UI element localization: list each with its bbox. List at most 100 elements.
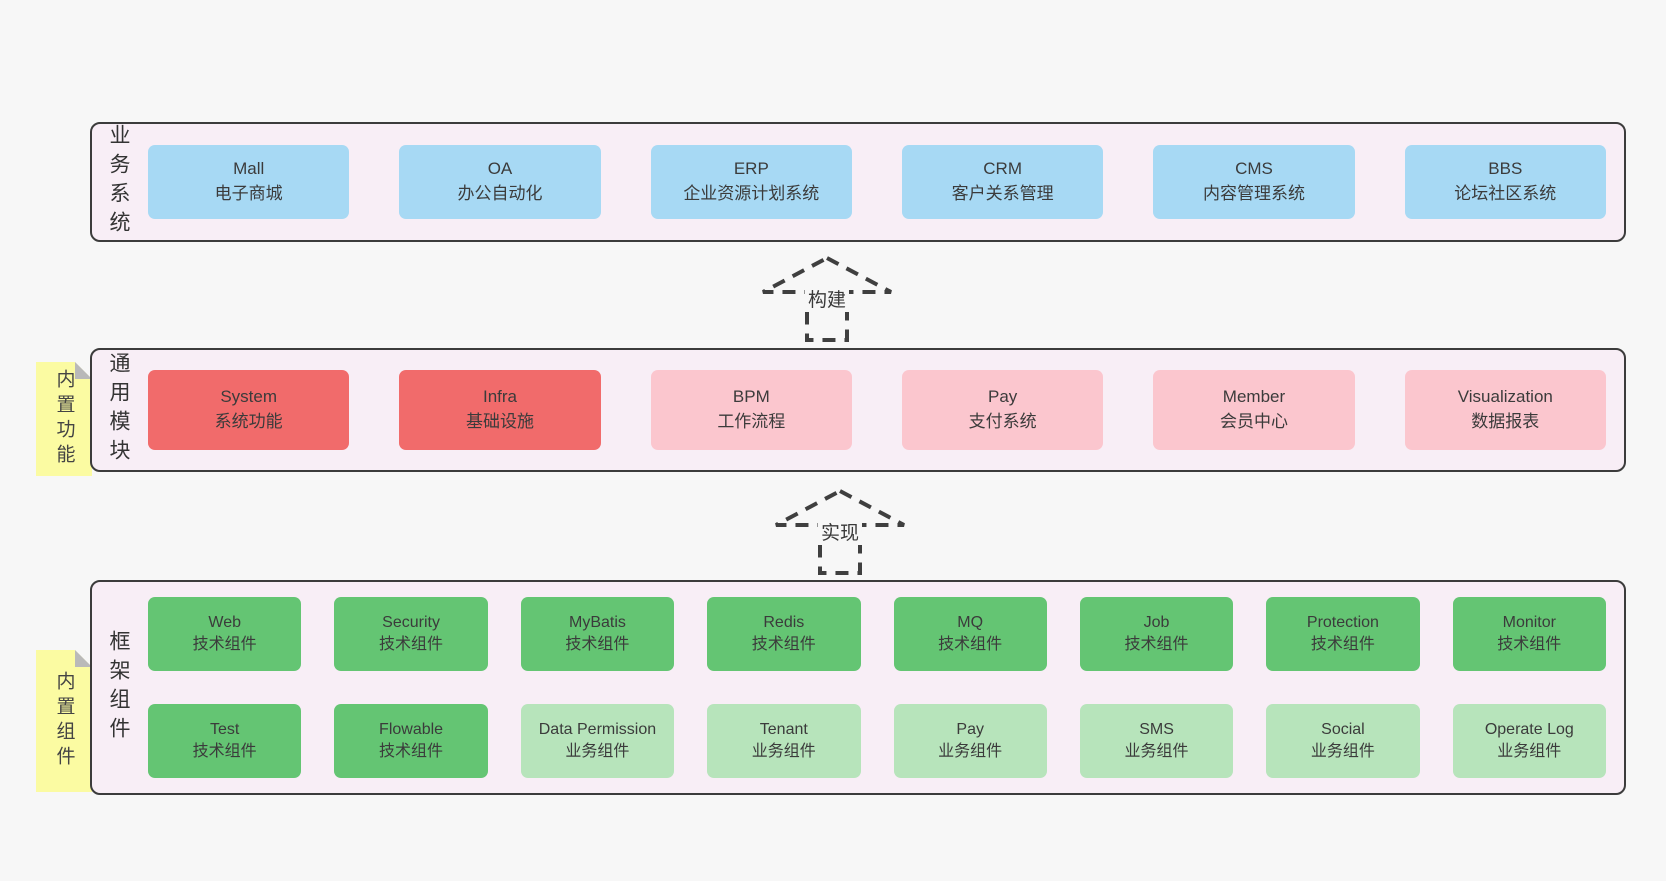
box-cms: CMS 内容管理系统 bbox=[1153, 145, 1355, 219]
box-subtitle: 技术组件 bbox=[192, 743, 257, 760]
box-subtitle: 企业资源计划系统 bbox=[683, 184, 820, 203]
box-title: SMS bbox=[1139, 720, 1174, 738]
sticky-tab-built-in-features: 内置功能 bbox=[36, 362, 92, 476]
box-title: Protection bbox=[1306, 613, 1379, 631]
box-title: Test bbox=[210, 720, 240, 738]
box-subtitle: 工作流程 bbox=[717, 412, 786, 431]
box-sms: SMS 业务组件 bbox=[1079, 704, 1234, 778]
sticky-tab-built-in-components: 内置组件 bbox=[36, 650, 92, 792]
arrow-build: 构建 bbox=[757, 255, 897, 343]
box-mq: MQ 技术组件 bbox=[893, 597, 1047, 671]
box-subtitle: 内容管理系统 bbox=[1202, 184, 1305, 203]
box-title: Monitor bbox=[1502, 613, 1556, 631]
box-subtitle: 支付系统 bbox=[968, 412, 1037, 431]
box-subtitle: 技术组件 bbox=[1497, 636, 1562, 653]
box-subtitle: 技术组件 bbox=[379, 636, 444, 653]
box-title: Operate Log bbox=[1484, 720, 1574, 738]
box-monitor: Monitor 技术组件 bbox=[1452, 597, 1606, 671]
box-title: Flowable bbox=[379, 720, 444, 738]
box-system: System 系统功能 bbox=[148, 370, 350, 450]
box-title: Tenant bbox=[759, 720, 808, 738]
layer-label-framework-components: 框架组件 bbox=[107, 629, 130, 746]
box-flowable: Flowable 技术组件 bbox=[334, 704, 488, 778]
box-subtitle: 业务组件 bbox=[565, 743, 630, 760]
box-subtitle: 技术组件 bbox=[379, 743, 444, 760]
business-systems-boxes: Mall 电子商城 OA 办公自动化 ERP 企业资源计划系统 CRM 客户关系管理 C… bbox=[144, 124, 1624, 240]
box-member: Member 会员中心 bbox=[1153, 370, 1355, 450]
box-subtitle: 业务组件 bbox=[1124, 743, 1189, 760]
box-subtitle: 技术组件 bbox=[1310, 636, 1375, 653]
box-title: ERP bbox=[733, 159, 769, 179]
dashed-up-arrow-icon bbox=[775, 488, 905, 575]
box-subtitle: 技术组件 bbox=[565, 636, 630, 653]
box-subtitle: 业务组件 bbox=[751, 743, 816, 760]
box-title: BPM bbox=[732, 387, 770, 407]
box-title: Infra bbox=[482, 387, 517, 407]
box-title: CRM bbox=[983, 159, 1022, 179]
box-subtitle: 技术组件 bbox=[751, 636, 816, 653]
box-web: Web 技术组件 bbox=[148, 597, 302, 671]
box-oa: OA 办公自动化 bbox=[399, 145, 601, 219]
box-title: BBS bbox=[1488, 159, 1523, 179]
box-subtitle: 业务组件 bbox=[1497, 743, 1562, 760]
box-subtitle: 业务组件 bbox=[938, 743, 1003, 760]
box-title: System bbox=[220, 387, 277, 407]
arrow-implement: 实现 bbox=[770, 488, 910, 576]
common-modules-boxes: System 系统功能 Infra 基础设施 BPM 工作流程 Pay 支付系统 Mem… bbox=[144, 350, 1624, 470]
layer-framework-components: 框架组件 Web 技术组件 Security 技术组件 MyBatis 技术组件 Re… bbox=[90, 580, 1626, 795]
box-tenant: Tenant 业务组件 bbox=[707, 704, 861, 778]
box-crm: CRM 客户关系管理 bbox=[901, 145, 1104, 219]
box-pay: Pay 支付系统 bbox=[901, 370, 1104, 450]
box-subtitle: 技术组件 bbox=[1124, 636, 1189, 653]
box-pay-component: Pay 业务组件 bbox=[893, 704, 1047, 778]
layer-business-systems: 业务系统 Mall 电子商城 OA 办公自动化 ERP 企业资源计划系统 CRM 客户关… bbox=[90, 122, 1626, 242]
box-subtitle: 技术组件 bbox=[938, 636, 1003, 653]
sticky-tab-label: 内置组件 bbox=[53, 671, 75, 771]
box-title: Member bbox=[1222, 387, 1286, 407]
box-erp: ERP 企业资源计划系统 bbox=[650, 145, 852, 219]
box-subtitle: 数据报表 bbox=[1471, 412, 1540, 431]
box-subtitle: 电子商城 bbox=[214, 184, 283, 203]
box-title: Redis bbox=[763, 613, 805, 631]
box-job: Job 技术组件 bbox=[1079, 597, 1234, 671]
box-title: OA bbox=[487, 159, 513, 179]
box-title: CMS bbox=[1235, 159, 1273, 179]
box-subtitle: 基础设施 bbox=[465, 412, 534, 431]
box-test: Test 技术组件 bbox=[148, 704, 302, 778]
box-title: Mall bbox=[233, 159, 265, 179]
box-infra: Infra 基础设施 bbox=[399, 370, 601, 450]
box-mall: Mall 电子商城 bbox=[148, 145, 350, 219]
box-title: Data Permission bbox=[538, 720, 657, 738]
box-subtitle: 技术组件 bbox=[192, 636, 257, 653]
arrow-label-build: 构建 bbox=[804, 285, 850, 312]
layer-common-modules: 通用模块 System 系统功能 Infra 基础设施 BPM 工作流程 Pay 支付系… bbox=[90, 348, 1626, 472]
box-subtitle: 论坛社区系统 bbox=[1454, 184, 1557, 203]
box-subtitle: 系统功能 bbox=[214, 412, 283, 431]
arrow-label-implement: 实现 bbox=[817, 518, 863, 545]
box-title: Security bbox=[382, 613, 440, 631]
layer-label-business-systems: 业务系统 bbox=[107, 124, 130, 240]
box-subtitle: 会员中心 bbox=[1219, 412, 1288, 431]
box-security: Security 技术组件 bbox=[334, 597, 488, 671]
box-title: Visualization bbox=[1457, 387, 1553, 407]
box-bpm: BPM 工作流程 bbox=[650, 370, 852, 450]
box-bbs: BBS 论坛社区系统 bbox=[1404, 145, 1606, 219]
box-subtitle: 办公自动化 bbox=[457, 184, 543, 203]
box-redis: Redis 技术组件 bbox=[707, 597, 861, 671]
box-visualization: Visualization 数据报表 bbox=[1404, 370, 1606, 450]
box-title: Web bbox=[208, 613, 241, 631]
framework-components-grid: Web 技术组件 Security 技术组件 MyBatis 技术组件 Redis 技术… bbox=[144, 582, 1624, 793]
box-title: MyBatis bbox=[568, 613, 626, 631]
box-operate-log: Operate Log 业务组件 bbox=[1452, 704, 1606, 778]
box-title: Job bbox=[1143, 613, 1170, 631]
layer-label-common-modules: 通用模块 bbox=[107, 352, 130, 468]
dashed-up-arrow-icon bbox=[762, 255, 892, 342]
box-title: MQ bbox=[957, 613, 984, 631]
box-mybatis: MyBatis 技术组件 bbox=[520, 597, 675, 671]
box-subtitle: 业务组件 bbox=[1310, 743, 1375, 760]
box-data-permission: Data Permission 业务组件 bbox=[520, 704, 675, 778]
box-title: Pay bbox=[956, 720, 984, 738]
box-subtitle: 客户关系管理 bbox=[951, 184, 1054, 203]
box-title: Pay bbox=[988, 387, 1018, 407]
